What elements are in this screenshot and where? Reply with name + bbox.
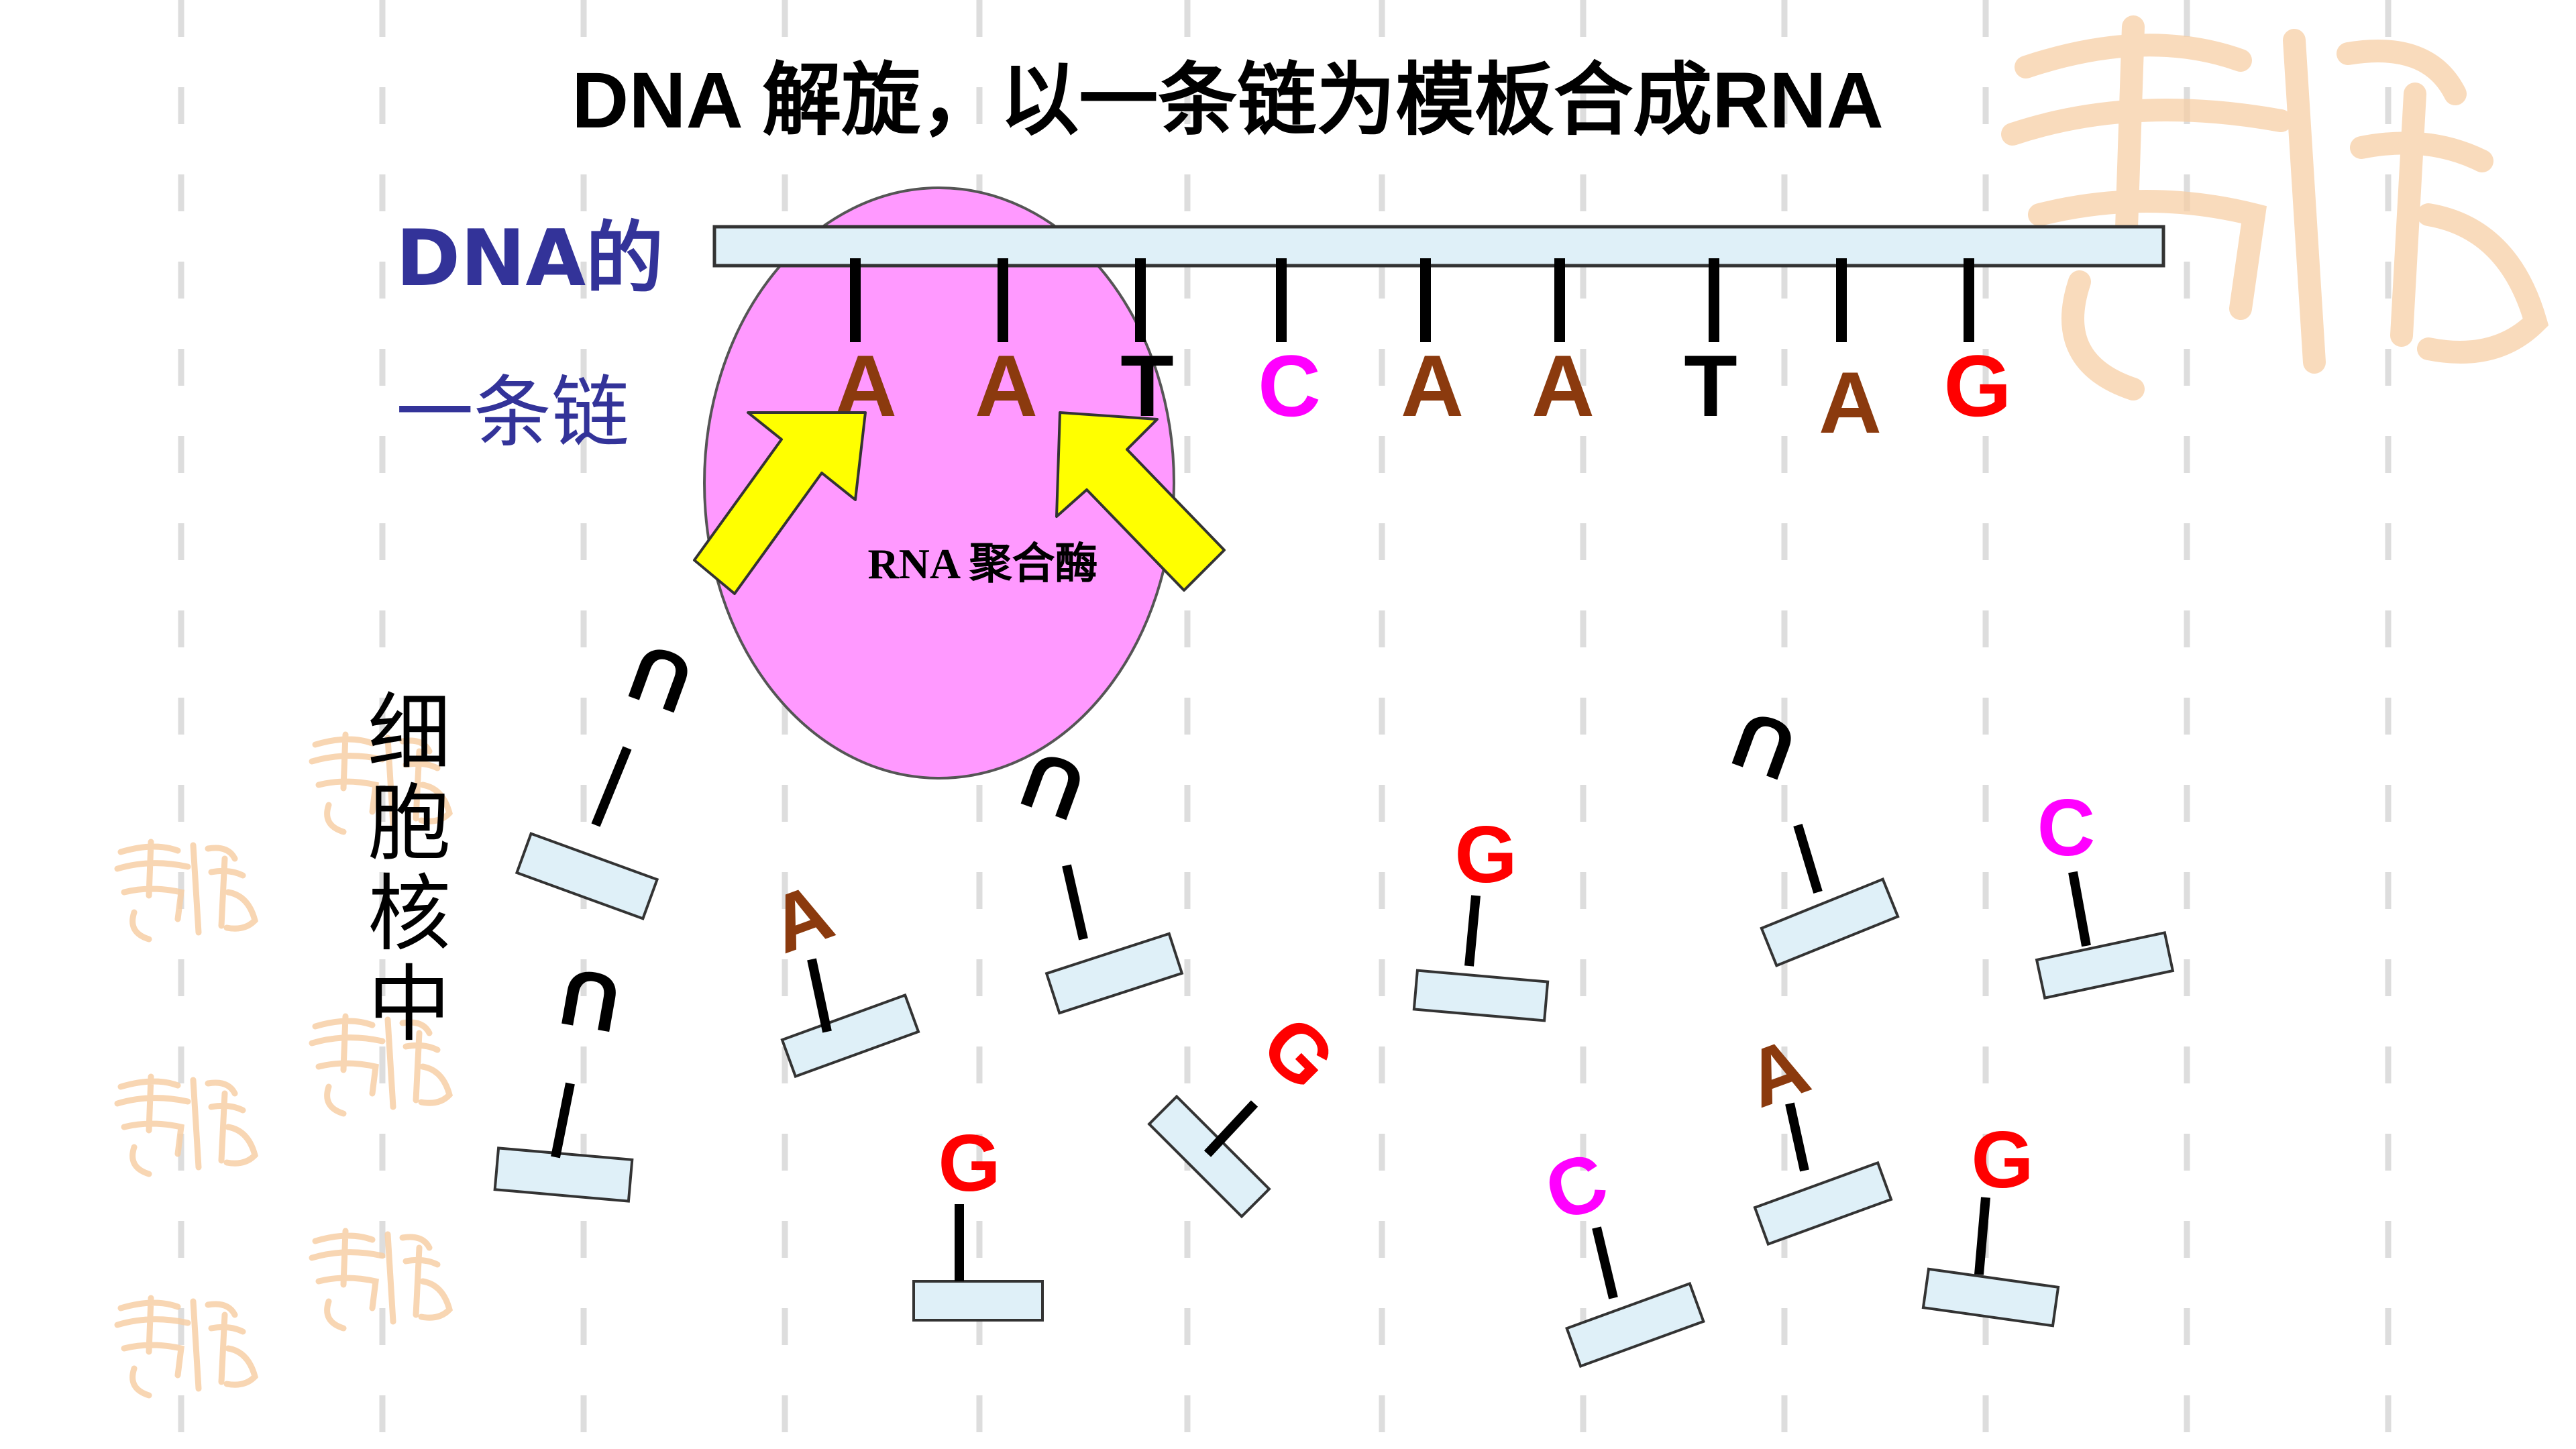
nucleotide-sugar-block [1412, 969, 1550, 1022]
rna-polymerase-enzyme [703, 186, 1175, 780]
free-nucleotide-g: G [1412, 810, 1550, 1022]
nucleotide-base-label: G [1454, 810, 1517, 900]
nucleotide-stem [1592, 1226, 1618, 1299]
background-dashed-lines [178, 0, 2392, 1449]
nucleotide-sugar-block [1147, 1094, 1271, 1219]
template-base-a: A [1819, 354, 1882, 451]
nucleotide-stem [551, 1082, 575, 1159]
nucleotide-sugar-block [515, 832, 659, 920]
location-label-char: 胞 [368, 775, 451, 872]
template-base-a: A [1532, 337, 1595, 435]
nucleotide-sugar-block [1753, 1161, 1893, 1246]
nucleotide-stem [1785, 1102, 1809, 1172]
free-nucleotide-c: C [2035, 783, 2175, 1000]
nucleotide-sugar-block [1760, 877, 1900, 967]
nucleotide-base-label: U [618, 626, 703, 731]
arrow-right-icon [1055, 411, 1226, 592]
arrow-left-icon [693, 411, 867, 595]
template-base-a: A [1401, 337, 1464, 435]
nucleotide-sugar-block [780, 993, 920, 1079]
strand-label-line2: 一条链 [396, 368, 629, 458]
nucleotide-base-label: C [1535, 1135, 1618, 1238]
template-base-c: C [1258, 337, 1321, 435]
free-nucleotide-a: A [1735, 1020, 1893, 1246]
nucleotide-sugar-block [912, 1280, 1044, 1322]
nucleotide-stem [1062, 864, 1088, 941]
nucleotide-sugar-block [1565, 1281, 1705, 1368]
location-label-char: 细 [368, 685, 451, 782]
nucleotide-base-label: G [938, 1118, 1000, 1208]
nucleotide-stem [2068, 871, 2091, 947]
free-nucleotide-u: U [1010, 733, 1184, 1015]
nucleotide-base-label: G [1244, 999, 1352, 1107]
watermark-seal-large [2001, 15, 2549, 400]
nucleotide-stem [1203, 1100, 1258, 1157]
location-label-char: 核 [368, 866, 451, 963]
nucleotide-base-label: A [759, 866, 844, 971]
nucleotide-base-label: U [554, 951, 627, 1049]
free-nucleotide-u: U [493, 951, 634, 1203]
nucleotide-sugar-block [1044, 932, 1184, 1015]
template-base-a: A [975, 337, 1038, 435]
nucleotide-base-label: A [1735, 1020, 1820, 1125]
free-nucleotide-g: G [1921, 1115, 2060, 1328]
watermark-seals-small [114, 731, 453, 1399]
template-base-g: G [1943, 337, 2011, 435]
strand-label-line1: DNA的 [396, 213, 663, 304]
nucleotide-stem [1974, 1197, 1990, 1275]
nucleotide-sugar-block [493, 1146, 634, 1203]
nucleotide-stem [1464, 895, 1481, 967]
free-nucleotide-u: U [1721, 693, 1900, 967]
location-label-char: 中 [368, 957, 451, 1053]
nucleotide-base-label: G [1971, 1115, 2033, 1205]
nucleotide-stem [1793, 823, 1823, 894]
nucleotide-sugar-block [2035, 930, 2175, 1000]
free-nucleotide-g: G [1147, 999, 1352, 1219]
nucleotide-base-label: C [2037, 783, 2096, 873]
template-base-t: T [1684, 337, 1737, 435]
dna-template-strand [712, 225, 2165, 268]
slide-title: DNA 解旋，以一条链为模板合成RNA [572, 56, 1884, 145]
free-nucleotide-c: C [1535, 1135, 1705, 1368]
free-nucleotide-u: U [515, 626, 703, 920]
enzyme-label: RNA 聚合酶 [867, 540, 1097, 588]
nucleotide-sugar-block [1921, 1267, 2060, 1328]
nucleotide-stem [591, 746, 632, 827]
free-nucleotide-g: G [912, 1118, 1044, 1322]
nucleotide-base-label: U [1721, 693, 1807, 798]
nucleotide-stem [807, 958, 832, 1033]
